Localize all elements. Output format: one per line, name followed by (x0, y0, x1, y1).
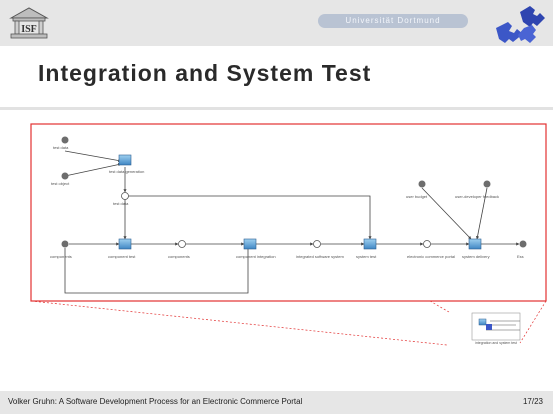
activity-test-data-generation (118, 154, 132, 166)
zoom-line-right (519, 300, 547, 344)
place-test-object (61, 172, 69, 180)
activity-component-integration (243, 238, 257, 250)
edge-test-object-to-generation (64, 163, 122, 177)
slide-title: Integration and System Test (38, 60, 372, 86)
label-electronic-commerce-portal: electronic commerce portal (407, 254, 455, 259)
place-components-input (61, 240, 69, 248)
label-components: components (168, 254, 190, 259)
edge-components-to-integration-bypass (64, 248, 249, 294)
thumbnail-activity-icon (478, 318, 487, 326)
label-integrated-software-system: integrated software system (296, 254, 344, 259)
title-divider (0, 107, 553, 110)
label-component-integration: component integration (236, 254, 276, 259)
place-user-developer-feedback (483, 180, 491, 188)
edge-budget-to-delivery (421, 187, 472, 240)
label-ess: Ess (517, 254, 524, 259)
university-logo-icon: ISF (9, 7, 49, 39)
place-user-budget (418, 180, 426, 188)
edge-test-data-to-generation (64, 150, 122, 163)
footer-citation: Volker Gruhn: A Software Development Pro… (8, 397, 303, 406)
page-number: 17/23 (522, 397, 543, 406)
label-test-data: test data (113, 201, 129, 206)
activity-component-test (118, 238, 132, 250)
place-integrated-software-system (313, 240, 321, 248)
footer-bar: Volker Gruhn: A Software Development Pro… (0, 391, 553, 414)
edge-feedback-to-delivery (475, 187, 488, 240)
place-components (178, 240, 186, 248)
label-component-test: component test (108, 254, 136, 259)
label-system-delivery: system delivery (462, 254, 490, 259)
activity-system-test (363, 238, 377, 250)
place-electronic-commerce-portal (423, 240, 431, 248)
label-user-budget: user budget (406, 194, 428, 199)
label-test-object: test object (51, 181, 70, 186)
place-ess (519, 240, 527, 248)
edge-test-data-to-system-test (128, 195, 372, 240)
university-banner: Universität Dortmund (318, 14, 468, 28)
puzzle-pieces-icon (496, 6, 545, 43)
label-system-test: system test (356, 254, 377, 259)
zoom-line-middle (429, 300, 450, 313)
label-test-data-input: test data (53, 145, 69, 150)
svg-text:ISF: ISF (21, 24, 37, 35)
diagram-frame (30, 123, 547, 302)
activity-system-delivery (468, 238, 482, 250)
label-test-data-generation: test data generation (109, 169, 144, 174)
process-thumbnail[interactable]: integration and system test (471, 312, 521, 345)
thumbnail-frame (471, 312, 521, 341)
thumbnail-label: integration and system test (475, 341, 517, 345)
place-test-data-input (61, 136, 69, 144)
zoom-line-left (30, 300, 448, 346)
place-test-data (121, 192, 129, 200)
label-user-developer-feedback: user-developer feedback (455, 194, 499, 199)
thumbnail-activity-icon-2 (486, 324, 492, 330)
label-components-input: components (50, 254, 72, 259)
